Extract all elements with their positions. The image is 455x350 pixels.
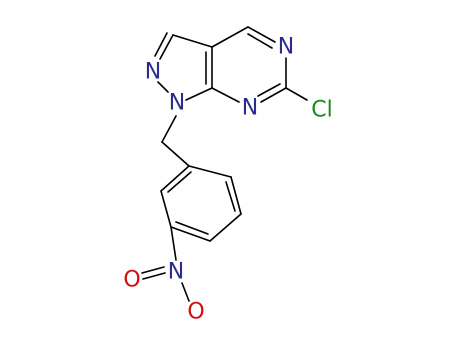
- bond-c6-c1: [160, 165, 190, 192]
- bond-nitro-n-o2: [181, 282, 190, 302]
- bond-c7a-n1: [185, 87, 213, 101]
- bond-n1-ch2: [161, 115, 177, 143]
- bond-c2-c3: [230, 176, 242, 215]
- bond-c3-n2-double: [154, 32, 168, 57]
- bond-nitro-n-o1-double: [141, 266, 165, 274]
- atom-n2: N: [145, 60, 161, 85]
- bond-c3a-c4: [211, 26, 249, 48]
- bond-c3-c3a: [172, 34, 213, 48]
- atom-n7: N: [242, 96, 258, 121]
- atom-labels: N N N N Cl N O O: [123, 35, 332, 325]
- bond-c6-c1-double: [167, 171, 192, 193]
- bonds: [141, 26, 308, 302]
- bond-c4-n5: [247, 26, 276, 43]
- bond-c1-c2: [188, 165, 232, 178]
- bond-c3-n2: [159, 34, 174, 60]
- atom-nitro-n: N: [168, 260, 184, 285]
- bond-c2-c3-double: [225, 181, 236, 212]
- atom-n5: N: [278, 35, 294, 60]
- bond-c4-n5-double: [247, 33, 273, 49]
- atom-nitro-o1: O: [123, 268, 140, 293]
- bond-c5-c6: [160, 190, 172, 228]
- bond-c4-c5: [170, 226, 211, 242]
- bond-c4-c5-double: [175, 221, 209, 235]
- atom-nitro-o2: O: [187, 300, 204, 325]
- bond-c5-nitro-n: [170, 226, 177, 261]
- bond-c3-c4: [209, 213, 242, 242]
- atom-cl: Cl: [311, 98, 332, 123]
- bond-nitro-n-o1: [142, 272, 166, 280]
- atom-n1: N: [169, 91, 185, 116]
- bond-ch2-c1: [161, 141, 190, 167]
- bond-c6-cl: [285, 87, 308, 101]
- bond-n7-c7a: [211, 87, 240, 103]
- bond-n2-n1: [157, 81, 169, 93]
- bond-c6-n7-double: [257, 83, 281, 97]
- bond-c6-n7: [260, 87, 287, 103]
